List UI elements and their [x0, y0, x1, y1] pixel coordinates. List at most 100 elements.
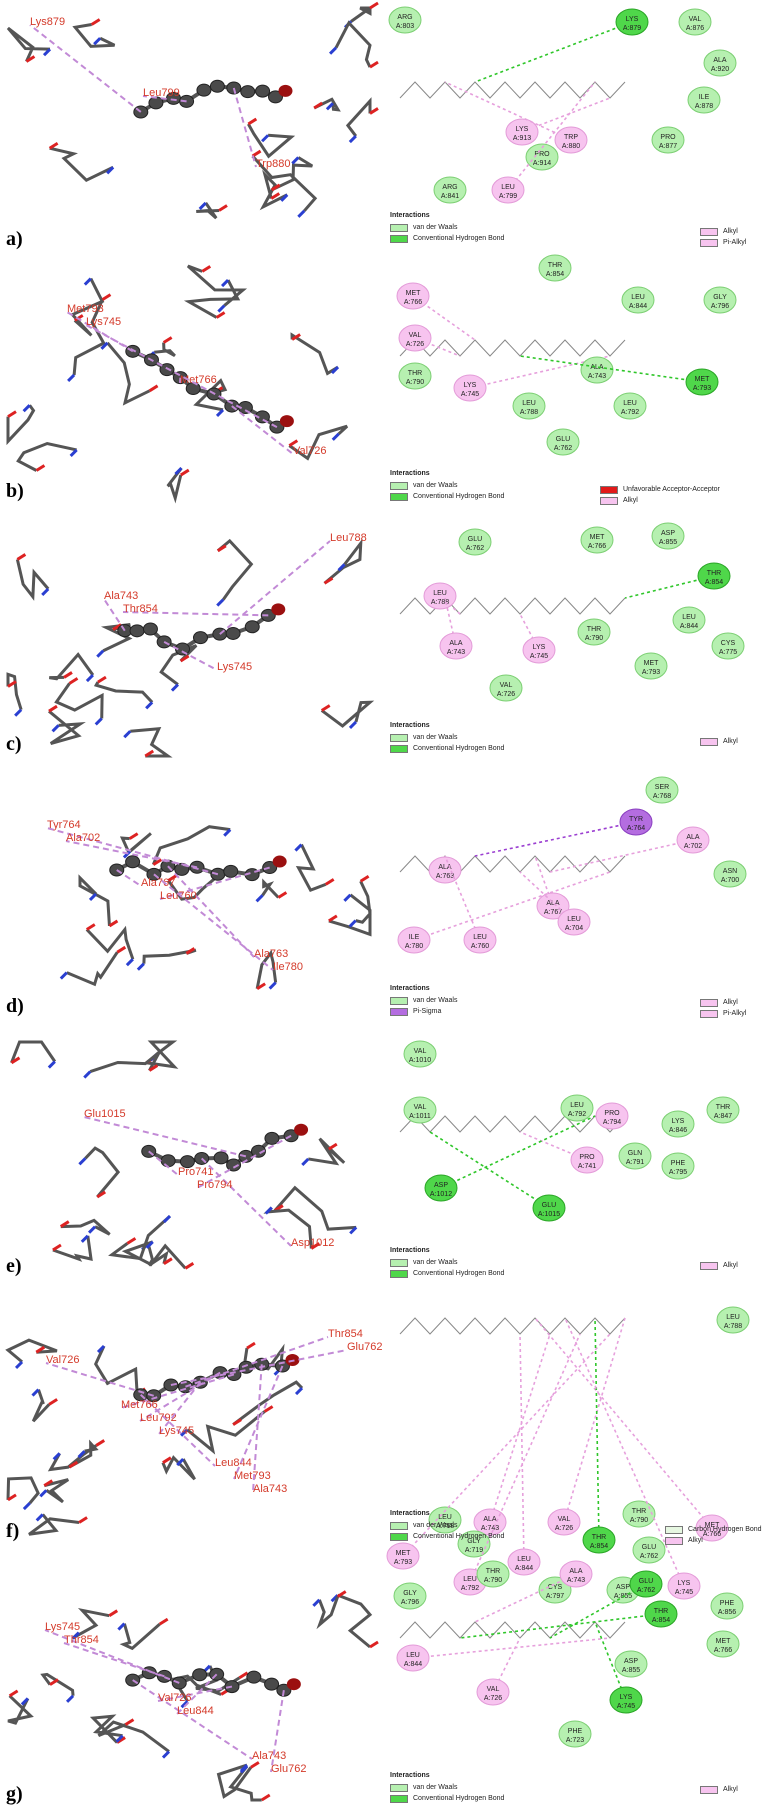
residue-name: LYS — [620, 1694, 633, 1701]
interaction-line-2d — [519, 355, 703, 383]
residue-name: LEU — [522, 400, 536, 407]
residue-disc — [386, 1542, 420, 1570]
residue-name: ASP — [624, 1658, 638, 1665]
interaction-line-2d — [549, 1583, 647, 1639]
hbond-swatch — [390, 234, 408, 243]
alkyl-swatch — [700, 998, 718, 1007]
ligand-atom — [129, 624, 145, 638]
ligand-atom — [226, 1158, 242, 1172]
interaction-line-2d — [412, 1637, 611, 1659]
vdw-swatch — [390, 223, 408, 232]
residue-number: A:741 — [578, 1163, 596, 1170]
residue-name: MET — [396, 1550, 412, 1557]
vdw-swatch — [390, 481, 408, 490]
interaction-line-2d — [507, 81, 596, 191]
vdw-swatch — [390, 996, 408, 1005]
residue-number: A:726 — [484, 1695, 502, 1702]
oxygen-bond — [96, 1190, 107, 1199]
residue-number: A:743 — [481, 1525, 499, 1532]
oxygen-bond — [288, 439, 299, 447]
residue-name: VAL — [689, 16, 702, 23]
interaction-line-3d — [233, 1365, 284, 1480]
residue-disc — [554, 126, 588, 154]
residue-number: A:726 — [555, 1525, 573, 1532]
residue-number: A:876 — [686, 25, 704, 32]
residue-disc — [433, 176, 467, 204]
residue-disc — [546, 428, 580, 456]
nitrogen-bond — [96, 649, 105, 658]
residue-number: A:793 — [693, 385, 711, 392]
residue-disc — [439, 632, 473, 660]
nitrogen-bond — [71, 1631, 80, 1640]
sidechain-stick — [146, 1040, 179, 1069]
residue-disc — [476, 1560, 510, 1588]
ligand-atom — [240, 85, 256, 99]
legend-alkyl-label: Alkyl — [723, 228, 738, 235]
oxygen-bond — [369, 1640, 379, 1649]
residue-number: A:762 — [466, 545, 484, 552]
oxygen-bond — [217, 544, 227, 553]
pialkyl-swatch — [700, 238, 718, 247]
sidechain-stick — [151, 825, 231, 866]
panel-2d-f: LEUA:788LEUA:718ALAA:743VALA:726THRA:790… — [386, 1306, 750, 1610]
sidechain-stick — [345, 97, 372, 137]
oxygen-bond — [277, 891, 288, 899]
residue-disc — [580, 526, 614, 554]
legend-hbond-label: Conventional Hydrogen Bond — [413, 745, 505, 752]
legend-hbond-label: Conventional Hydrogen Bond — [413, 235, 505, 242]
residue-name: ALA — [590, 364, 604, 371]
ligand-atom — [255, 84, 271, 98]
residue-name: GLU — [642, 1544, 656, 1551]
residue-name: ASN — [723, 868, 737, 875]
residue-number: A:743 — [567, 1577, 585, 1584]
sidechain-stick — [15, 559, 50, 601]
oxygen-bond — [152, 858, 163, 866]
oxygen-bond — [270, 192, 281, 200]
interaction-line-3d — [63, 1642, 165, 1678]
nitrogen-bond — [330, 365, 340, 375]
residue-disc — [713, 860, 747, 888]
residue-disc — [644, 1600, 678, 1628]
residue-name: VAL — [487, 1686, 500, 1693]
nitrogen-bond — [343, 893, 352, 902]
residue-number: A:854 — [652, 1617, 670, 1624]
panel-label-b: b) — [6, 480, 24, 502]
residue-name: LEU — [517, 1556, 531, 1563]
sidechain-stick — [93, 1345, 139, 1394]
sidechain-stick — [93, 681, 154, 704]
residue-disc — [397, 926, 431, 954]
residue-number: A:913 — [513, 135, 531, 142]
residue-disc — [476, 1678, 510, 1706]
residue-label-3d: Lys745 — [45, 1621, 80, 1633]
oxygen-bond — [7, 680, 17, 688]
interaction-line-3d — [252, 1364, 263, 1493]
nitrogen-bond — [47, 1060, 56, 1069]
residue-label-3d: Trp880 — [256, 158, 290, 170]
ligand-oxygen-atom — [272, 855, 287, 868]
residue-number: A:718 — [436, 1523, 454, 1530]
oxygen-bond — [97, 675, 107, 684]
residue-disc — [560, 1094, 594, 1122]
legend-e: Interactions van der Waals Conventional … — [390, 1247, 504, 1279]
alkyl-swatch — [700, 227, 718, 236]
interaction-line-2d — [459, 1613, 662, 1639]
nitrogen-bond — [294, 843, 303, 852]
sidechain-stick — [89, 1714, 123, 1744]
residue-name: ALA — [686, 834, 700, 841]
nitrogen-bond — [297, 209, 306, 218]
residue-disc — [634, 652, 668, 680]
residue-number: A:855 — [622, 1667, 640, 1674]
nitrogen-bond — [14, 708, 23, 717]
nitrogen-bond — [42, 48, 52, 57]
nitrogen-bond — [221, 278, 230, 288]
residue-name: TYR — [629, 816, 643, 823]
nitrogen-bond — [122, 850, 131, 859]
sidechain-stick — [159, 644, 198, 686]
residue-number: A:854 — [546, 271, 564, 278]
sidechain-stick — [328, 893, 372, 937]
residue-number: A:803 — [396, 23, 414, 30]
sidechain-stick — [72, 299, 106, 376]
residue-number: A:797 — [546, 1593, 564, 1600]
